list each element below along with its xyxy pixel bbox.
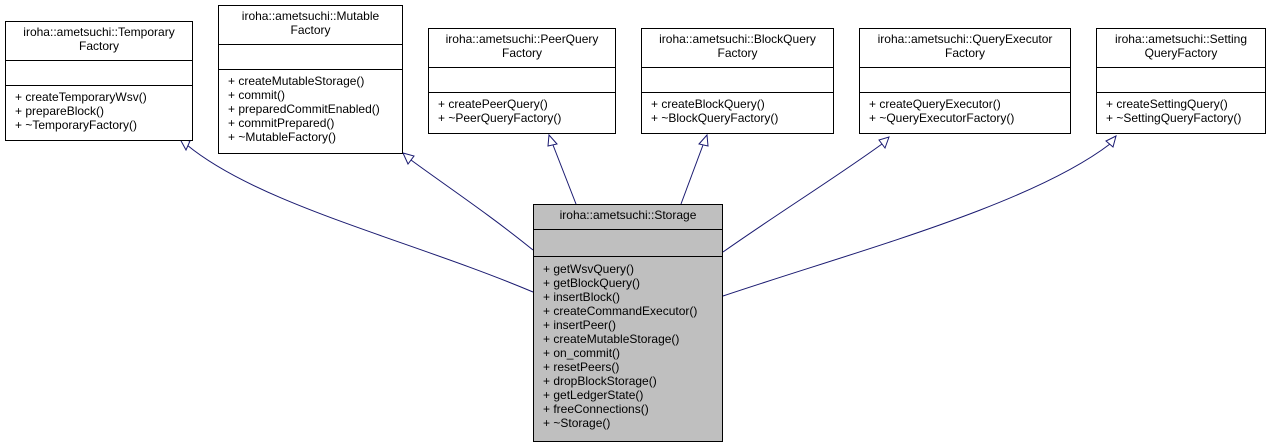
operation: + createMutableStorage()	[543, 332, 680, 346]
operation: + ~SettingQueryFactory()	[1106, 111, 1242, 125]
operation: + on_commit()	[543, 346, 621, 360]
operation: + ~Storage()	[543, 416, 611, 430]
operation: + getWsvQuery()	[543, 262, 635, 276]
class-block-query-factory: iroha::ametsuchi::BlockQuery Factory + c…	[641, 28, 834, 134]
arrowhead-mutable	[402, 152, 415, 165]
arrowhead-queryexecutor	[878, 136, 890, 150]
class-operations: + createBlockQuery() + ~BlockQueryFactor…	[642, 93, 833, 125]
class-title: iroha::ametsuchi::PeerQuery Factory	[429, 29, 615, 68]
operation: + prepareBlock()	[15, 104, 105, 118]
class-operations: + createSettingQuery() + ~SettingQueryFa…	[1097, 93, 1265, 125]
operation: + createPeerQuery()	[438, 97, 548, 111]
class-attributes	[860, 68, 1070, 93]
operation: + createTemporaryWsv()	[15, 90, 147, 104]
operation: + insertBlock()	[543, 290, 621, 304]
operation: + ~TemporaryFactory()	[15, 118, 138, 132]
operation: + createQueryExecutor()	[869, 97, 1001, 111]
arrowhead-blockquery	[698, 133, 709, 147]
operation: + createCommandExecutor()	[543, 304, 698, 318]
class-title: iroha::ametsuchi::Temporary Factory	[6, 22, 192, 61]
class-operations: + createQueryExecutor() + ~QueryExecutor…	[860, 93, 1070, 125]
class-operations: + createTemporaryWsv() + prepareBlock() …	[6, 86, 192, 132]
operation: + dropBlockStorage()	[543, 374, 657, 388]
class-operations: + createMutableStorage() + commit() + pr…	[219, 70, 402, 144]
operation: + insertPeer()	[543, 318, 617, 332]
arrowhead-peerquery	[547, 133, 558, 147]
class-storage: iroha::ametsuchi::Storage + getWsvQuery(…	[533, 204, 723, 442]
edge-storage-queryexecutor	[722, 143, 883, 253]
operation: + ~MutableFactory()	[228, 130, 337, 144]
class-attributes	[219, 45, 402, 70]
class-mutable-factory: iroha::ametsuchi::Mutable Factory + crea…	[218, 5, 403, 154]
operation: + ~PeerQueryFactory()	[438, 111, 562, 125]
class-title: iroha::ametsuchi::Storage	[534, 205, 722, 230]
operation: + ~QueryExecutorFactory()	[869, 111, 1015, 125]
operation: + commitPrepared()	[228, 116, 335, 130]
class-title: iroha::ametsuchi::Setting QueryFactory	[1097, 29, 1265, 68]
edge-storage-settingquery	[722, 143, 1111, 297]
arrowhead-settingquery	[1105, 135, 1117, 148]
class-operations: + createPeerQuery() + ~PeerQueryFactory(…	[429, 93, 615, 125]
class-operations: + getWsvQuery() + getBlockQuery() + inse…	[534, 257, 722, 430]
operation: + resetPeers()	[543, 360, 620, 374]
operation: + getLedgerState()	[543, 388, 644, 402]
class-temporary-factory: iroha::ametsuchi::Temporary Factory + cr…	[5, 21, 193, 141]
operation: + createMutableStorage()	[228, 74, 365, 88]
edge-storage-mutable	[410, 159, 534, 251]
operation: + freeConnections()	[543, 402, 649, 416]
operation: + ~BlockQueryFactory()	[651, 111, 779, 125]
operation: + createBlockQuery()	[651, 97, 765, 111]
class-attributes	[429, 68, 615, 93]
class-title: iroha::ametsuchi::BlockQuery Factory	[642, 29, 833, 68]
class-attributes	[1097, 68, 1265, 93]
operation: + createSettingQuery()	[1106, 97, 1228, 111]
class-setting-query-factory: iroha::ametsuchi::Setting QueryFactory +…	[1096, 28, 1266, 134]
class-query-executor-factory: iroha::ametsuchi::QueryExecutor Factory …	[859, 28, 1071, 134]
operation: + preparedCommitEnabled()	[228, 102, 380, 116]
class-attributes	[534, 230, 722, 257]
class-attributes	[642, 68, 833, 93]
class-attributes	[6, 61, 192, 86]
operation: + commit()	[228, 88, 285, 102]
class-title: iroha::ametsuchi::QueryExecutor Factory	[860, 29, 1070, 68]
edge-storage-temporary	[186, 144, 534, 293]
operation: + getBlockQuery()	[543, 276, 641, 290]
class-peer-query-factory: iroha::ametsuchi::PeerQuery Factory + cr…	[428, 28, 616, 134]
edge-storage-peerquery	[552, 144, 577, 205]
edge-storage-blockquery	[680, 144, 704, 205]
class-title: iroha::ametsuchi::Mutable Factory	[219, 6, 402, 45]
